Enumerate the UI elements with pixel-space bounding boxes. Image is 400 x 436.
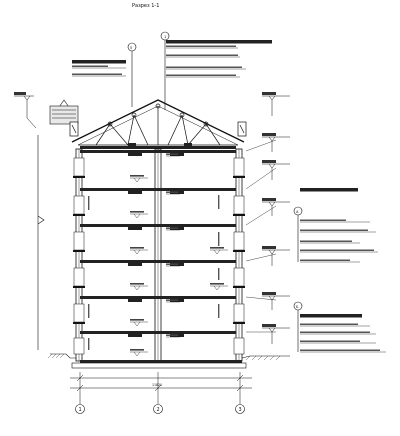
left-layer-notes [72, 60, 126, 77]
neighbour-building [37, 99, 79, 350]
right-elevation-bars [262, 92, 276, 327]
attic-slab [80, 146, 236, 149]
callout-label-b: Б [296, 305, 299, 309]
building-walls [75, 148, 243, 362]
callout-label-1: 1 [164, 35, 166, 39]
callout-b [293, 301, 303, 352]
window-sills [73, 176, 245, 324]
callout-a-notes [300, 188, 378, 263]
callout-b-notes [300, 314, 386, 353]
top-callouts [127, 31, 170, 110]
axis-label-1: 1 [79, 407, 82, 413]
vertical-notes [88, 195, 220, 350]
axis-bubbles [75, 404, 245, 414]
roof-layer-notes [166, 40, 272, 78]
drawing-title: Разрез 1-1 [132, 3, 159, 9]
attic-beam-left [128, 143, 136, 146]
floor-slabs [80, 150, 242, 363]
overall-dimension: 11820 [152, 383, 162, 387]
attic-beam-right [184, 143, 192, 146]
axis-label-2: 2 [157, 407, 160, 413]
axis-label-3: 3 [239, 407, 242, 413]
callout-label-a: А [296, 210, 299, 214]
callout-label-5: 5 [130, 46, 132, 50]
ground-hatch [47, 353, 281, 361]
interior-mark-bars [130, 153, 224, 351]
wall-windows [73, 157, 245, 355]
roof-truss [69, 99, 247, 146]
right-elevation-marks [262, 95, 290, 344]
left-elevation-mark [14, 92, 37, 129]
callout-a [293, 206, 303, 262]
mark-leaders [245, 139, 277, 333]
interior-level-marks [130, 155, 228, 357]
dimension-line [70, 372, 252, 404]
